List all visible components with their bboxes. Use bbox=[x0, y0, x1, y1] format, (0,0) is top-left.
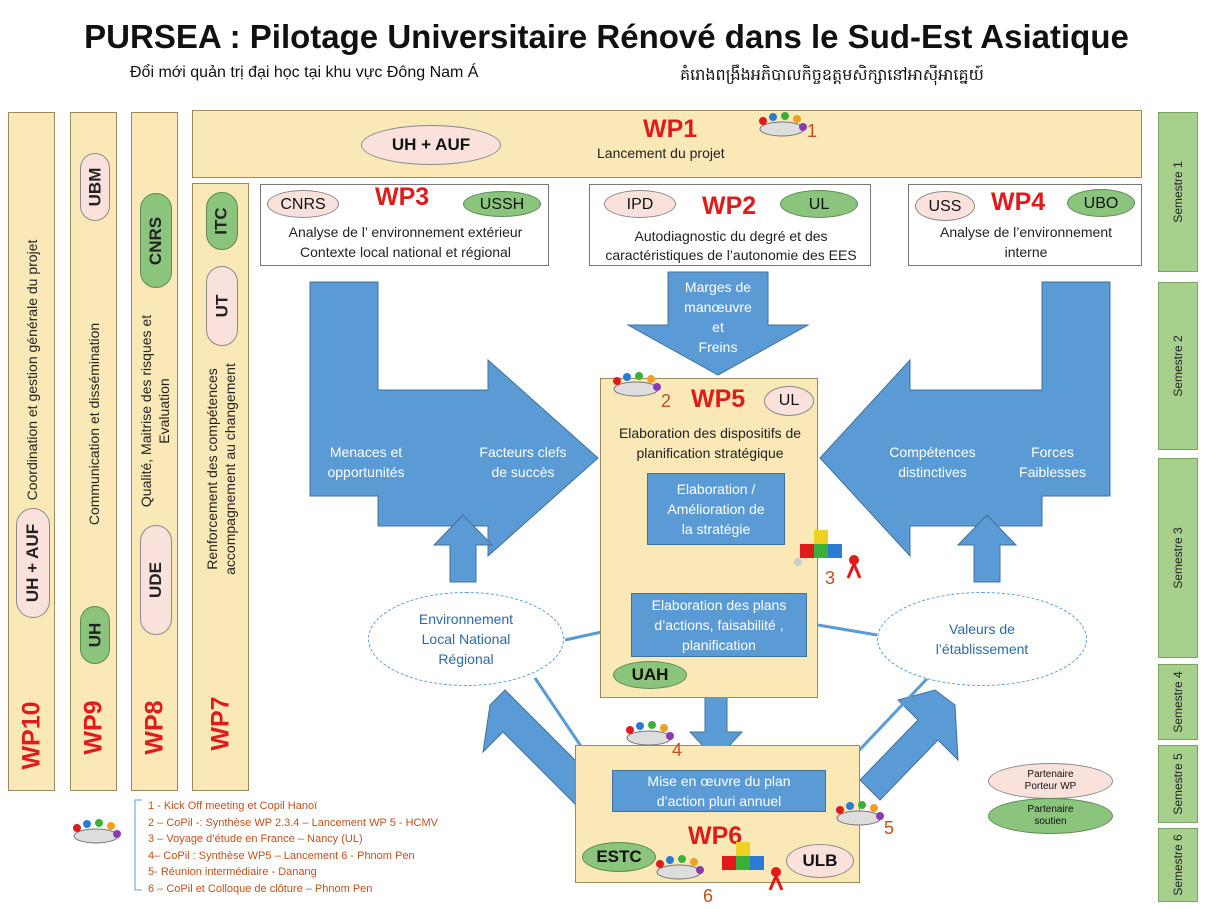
wp8-partner-ude: UDE bbox=[140, 525, 172, 635]
legend-item: 1 - Kick Off meeting et Copil Hanoï bbox=[148, 800, 318, 812]
wp8-description: Qualité, Maitrise des risques et Evaluat… bbox=[137, 314, 172, 507]
wp6-partner-estc: ESTC bbox=[582, 842, 656, 872]
wp4-line1: Analyse de l’environnement bbox=[940, 224, 1112, 240]
wp10-partner: UH + AUF bbox=[16, 508, 50, 618]
wp6-partner-ulb: ULB bbox=[786, 844, 854, 878]
wp7-partner-ut: UT bbox=[206, 266, 238, 346]
wp8-label: WP8 bbox=[140, 700, 168, 755]
wp4-line2: interne bbox=[1004, 244, 1048, 260]
puzzle-team-icon bbox=[794, 530, 862, 579]
wp9-description: Communication et dissémination bbox=[85, 323, 102, 526]
meeting-icon bbox=[626, 721, 674, 746]
wp2-line2: caractéristiques de l’autonomie des EES bbox=[605, 247, 857, 263]
wp6-meeting4-number: 4 bbox=[672, 740, 683, 760]
wp1-partner: UH + AUF bbox=[361, 125, 501, 165]
right-diagonal-arrow bbox=[859, 689, 959, 801]
wp10-label: WP10 bbox=[17, 701, 45, 770]
page-title: PURSEA : Pilotage Universitaire Rénové d… bbox=[84, 18, 1129, 55]
wp8-partner-cnrs: CNRS bbox=[140, 193, 172, 288]
wp5-meeting-number: 2 bbox=[661, 391, 672, 411]
subtitle-khmer: គំរោងពង្រឹងអភិបាលកិច្ចឧត្តមសិក្សានៅអាស៊ី… bbox=[680, 67, 984, 84]
semester-1: Semestre 1 bbox=[1158, 112, 1198, 272]
wp5-label: WP5 bbox=[691, 385, 746, 413]
wp3-line2: Contexte local national et régional bbox=[300, 244, 511, 260]
wp6-block: WP6 ESTC ULB bbox=[575, 745, 860, 883]
meeting-icon bbox=[836, 801, 884, 826]
wp3-partner-ussh: USSH bbox=[463, 191, 541, 217]
wp9-column: UBM Communication et dissémination UH WP… bbox=[70, 112, 117, 791]
meeting-icon bbox=[613, 372, 661, 397]
semester-4: Semestre 4 bbox=[1158, 664, 1198, 740]
wp7-label: WP7 bbox=[206, 696, 234, 751]
meeting-icon bbox=[73, 819, 121, 844]
env-up-arrow bbox=[432, 514, 494, 583]
wp5-partner-uah: UAH bbox=[613, 661, 687, 689]
marges-down-arrow bbox=[626, 271, 810, 376]
wp5-partner-ul: UL bbox=[764, 386, 814, 416]
wp1-label: WP1 bbox=[643, 115, 698, 143]
wp8-column: CNRS Qualité, Maitrise des risques et Ev… bbox=[131, 112, 178, 791]
right-flow-arrow bbox=[819, 281, 1111, 558]
left-flow-arrow bbox=[309, 281, 599, 558]
wp7-partner-itc: ITC bbox=[206, 192, 238, 250]
wp3-label: WP3 bbox=[375, 183, 430, 211]
wp3-box: CNRS WP3 USSH Analyse de l’ environnemen… bbox=[260, 184, 549, 266]
wp9-label: WP9 bbox=[79, 700, 107, 755]
legend-item: 3 – Voyage d’étude en France – Nancy (UL… bbox=[148, 833, 363, 845]
wp9-partner-ubm: UBM bbox=[80, 153, 110, 221]
wp5-meeting3-number: 3 bbox=[825, 568, 836, 588]
wp10-description: Coordination et gestion générale du proj… bbox=[23, 239, 40, 501]
wp3-line1: Analyse de l’ environnement extérieur bbox=[288, 224, 523, 240]
semester-5: Semestre 5 bbox=[1158, 745, 1198, 823]
wp6-label: WP6 bbox=[688, 822, 743, 850]
wp2-box: IPD WP2 UL Autodiagnostic du degré et de… bbox=[589, 184, 871, 266]
legend-partenaire-porteur: Partenaire Porteur WP bbox=[988, 763, 1113, 799]
legend-item: 5- Réunion intermédiaire - Danang bbox=[148, 866, 317, 878]
legend-partenaire-soutien: Partenaire soutien bbox=[988, 798, 1113, 834]
wp9-partner-uh: UH bbox=[80, 606, 110, 664]
wp10-column: Coordination et gestion générale du proj… bbox=[8, 112, 55, 791]
semester-6: Semestre 6 bbox=[1158, 828, 1198, 902]
subtitle-vietnamese: Đổi mới quản trị đại học tại khu vực Đôn… bbox=[130, 64, 479, 81]
legend-item: 6 – CoPil et Colloque de clôture – Phnom… bbox=[148, 882, 373, 895]
wp2-line1: Autodiagnostic du degré et des bbox=[634, 228, 828, 244]
wp1-meeting-number: 1 bbox=[807, 121, 818, 141]
legend-item: 4– CoPil : Synthèse WP5 – Lancement 6 - … bbox=[148, 849, 415, 862]
wp4-label: WP4 bbox=[991, 188, 1046, 216]
wp7-description: Renforcement des compétences accompagnem… bbox=[203, 362, 238, 575]
puzzle-team-icon bbox=[722, 842, 784, 891]
wp6-meeting6-number: 6 bbox=[703, 886, 714, 906]
wp2-label: WP2 bbox=[702, 192, 757, 220]
semester-3: Semestre 3 bbox=[1158, 458, 1198, 658]
wp1-block: UH + AUF WP1 Lancement du projet 1 bbox=[192, 110, 1142, 178]
wp4-partner-uss: USS bbox=[915, 191, 975, 221]
wp2-partner-ul: UL bbox=[780, 190, 858, 218]
wp1-description: Lancement du projet bbox=[597, 145, 725, 161]
wp6-meeting5-number: 5 bbox=[884, 818, 895, 838]
meeting-icon bbox=[759, 112, 807, 137]
wp2-partner-ipd: IPD bbox=[604, 190, 676, 218]
valeurs-up-arrow bbox=[956, 514, 1018, 583]
meeting-legend: 1 - Kick Off meeting et Copil Hanoï 2 – … bbox=[148, 798, 438, 897]
meeting-icon bbox=[656, 855, 704, 880]
semester-2: Semestre 2 bbox=[1158, 282, 1198, 450]
wp4-box: USS WP4 UBO Analyse de l’environnement i… bbox=[908, 184, 1142, 266]
legend-item: 2 – CoPil -: Synthèse WP 2.3.4 – Lanceme… bbox=[148, 816, 438, 829]
wp3-partner-cnrs: CNRS bbox=[267, 190, 339, 218]
wp4-partner-ubo: UBO bbox=[1067, 189, 1135, 217]
wp7-column: ITC UT Renforcement des compétences acco… bbox=[192, 183, 249, 791]
